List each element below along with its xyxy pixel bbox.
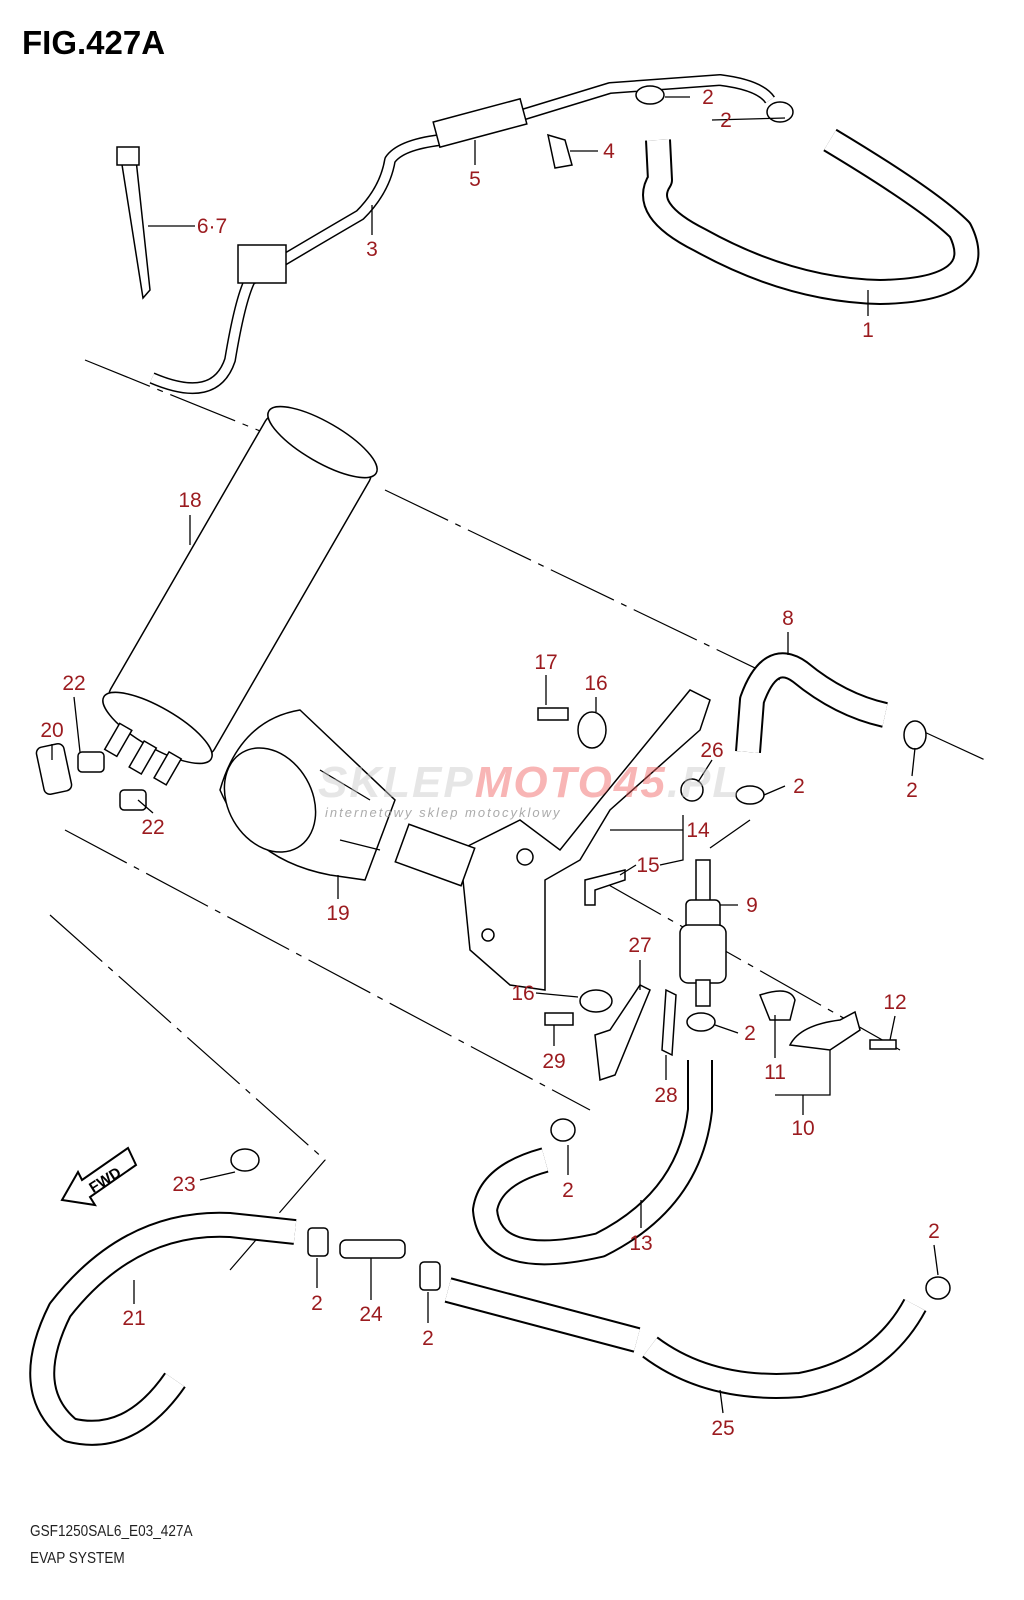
drawing-code: GSF1250SAL6_E03_427A: [30, 1523, 193, 1540]
joint-24: [339, 1239, 406, 1259]
figure-title: FIG.427A: [22, 24, 166, 61]
callout-27: 27: [628, 934, 651, 957]
cable-tie-head: [116, 146, 140, 166]
clamp: [550, 1118, 576, 1142]
watermark-logo: SKLEPMOTO45.PL: [318, 758, 742, 807]
bolt-17: [537, 707, 569, 721]
hose-25: [444, 1277, 927, 1399]
callout-15: 15: [636, 854, 659, 877]
callout-24: 24: [359, 1303, 383, 1326]
callout-2: 2: [422, 1327, 434, 1350]
callout-13: 13: [629, 1232, 652, 1255]
clamp: [686, 1012, 716, 1032]
callout-2: 2: [906, 779, 918, 802]
callout-6-7: 6·7: [197, 215, 227, 238]
callout-10: 10: [791, 1117, 814, 1140]
callout-2: 2: [928, 1220, 940, 1243]
callout-16: 16: [584, 672, 607, 695]
callout-8: 8: [782, 607, 794, 630]
clamp-23: [230, 1148, 260, 1172]
callout-14: 14: [686, 819, 710, 842]
callout-19: 19: [326, 902, 349, 925]
clamp: [925, 1276, 951, 1300]
hose-8: [735, 652, 889, 753]
holder-19: [219, 709, 396, 881]
callout-18: 18: [178, 489, 201, 512]
bolt-29: [544, 1012, 574, 1026]
hose-13: [472, 1060, 713, 1266]
fwd-arrow-icon: FWD: [60, 1146, 138, 1207]
clamp-10: [788, 1010, 861, 1051]
callout-3: 3: [366, 238, 378, 261]
callout-23: 23: [172, 1173, 195, 1196]
callout-2: 2: [793, 775, 805, 798]
grommet-16: [579, 989, 613, 1013]
clamp: [766, 101, 794, 123]
valve-9: [679, 859, 727, 1007]
holder-27: [594, 984, 651, 1082]
grommet-26: [680, 778, 704, 802]
callout-22: 22: [141, 816, 164, 839]
callout-20: 20: [40, 719, 63, 742]
clamp: [419, 1261, 441, 1291]
callout-2: 2: [702, 86, 714, 109]
clamp-22: [119, 789, 147, 811]
clamp: [307, 1227, 329, 1257]
callout-22: 22: [62, 672, 85, 695]
callout-4: 4: [603, 140, 615, 163]
callout-2: 2: [311, 1292, 323, 1315]
section-name: EVAP SYSTEM: [30, 1550, 125, 1567]
callout-2: 2: [720, 109, 732, 132]
callout-labels: 1 2 2 4 5 6·7 3 18 8 17 16 22 20 26 2 2 …: [40, 86, 940, 1440]
callout-2: 2: [562, 1179, 574, 1202]
callout-12: 12: [883, 991, 906, 1014]
cable-tie: [119, 149, 151, 300]
watermark-tagline: internetowy sklep motocyklowy: [325, 805, 562, 820]
clamp: [903, 720, 927, 750]
clamp-22: [77, 751, 105, 773]
callout-9: 9: [746, 894, 758, 917]
callout-26: 26: [700, 739, 723, 762]
bracket-14: [394, 689, 711, 991]
bracket-15: [584, 869, 626, 906]
grommet-16: [577, 711, 607, 749]
tube-3: [149, 74, 775, 395]
callout-29: 29: [542, 1050, 565, 1073]
callout-11: 11: [764, 1061, 786, 1084]
screw-12: [869, 1039, 897, 1050]
canister-18: [102, 405, 378, 786]
callout-2: 2: [744, 1022, 756, 1045]
plate-28: [661, 988, 677, 1057]
callout-25: 25: [711, 1417, 734, 1440]
hose-1: [642, 128, 980, 305]
cap-20: [35, 742, 73, 796]
clip-4: [547, 133, 573, 169]
callout-21: 21: [122, 1307, 145, 1330]
hose-21: [29, 1211, 297, 1446]
callout-16: 16: [511, 982, 534, 1005]
leader-lines: [51, 96, 939, 1414]
callout-5: 5: [469, 168, 481, 191]
callout-17: 17: [534, 651, 557, 674]
clamp: [635, 85, 665, 105]
clamp-11: [759, 990, 796, 1021]
callout-28: 28: [654, 1084, 677, 1107]
callout-1: 1: [862, 319, 874, 342]
